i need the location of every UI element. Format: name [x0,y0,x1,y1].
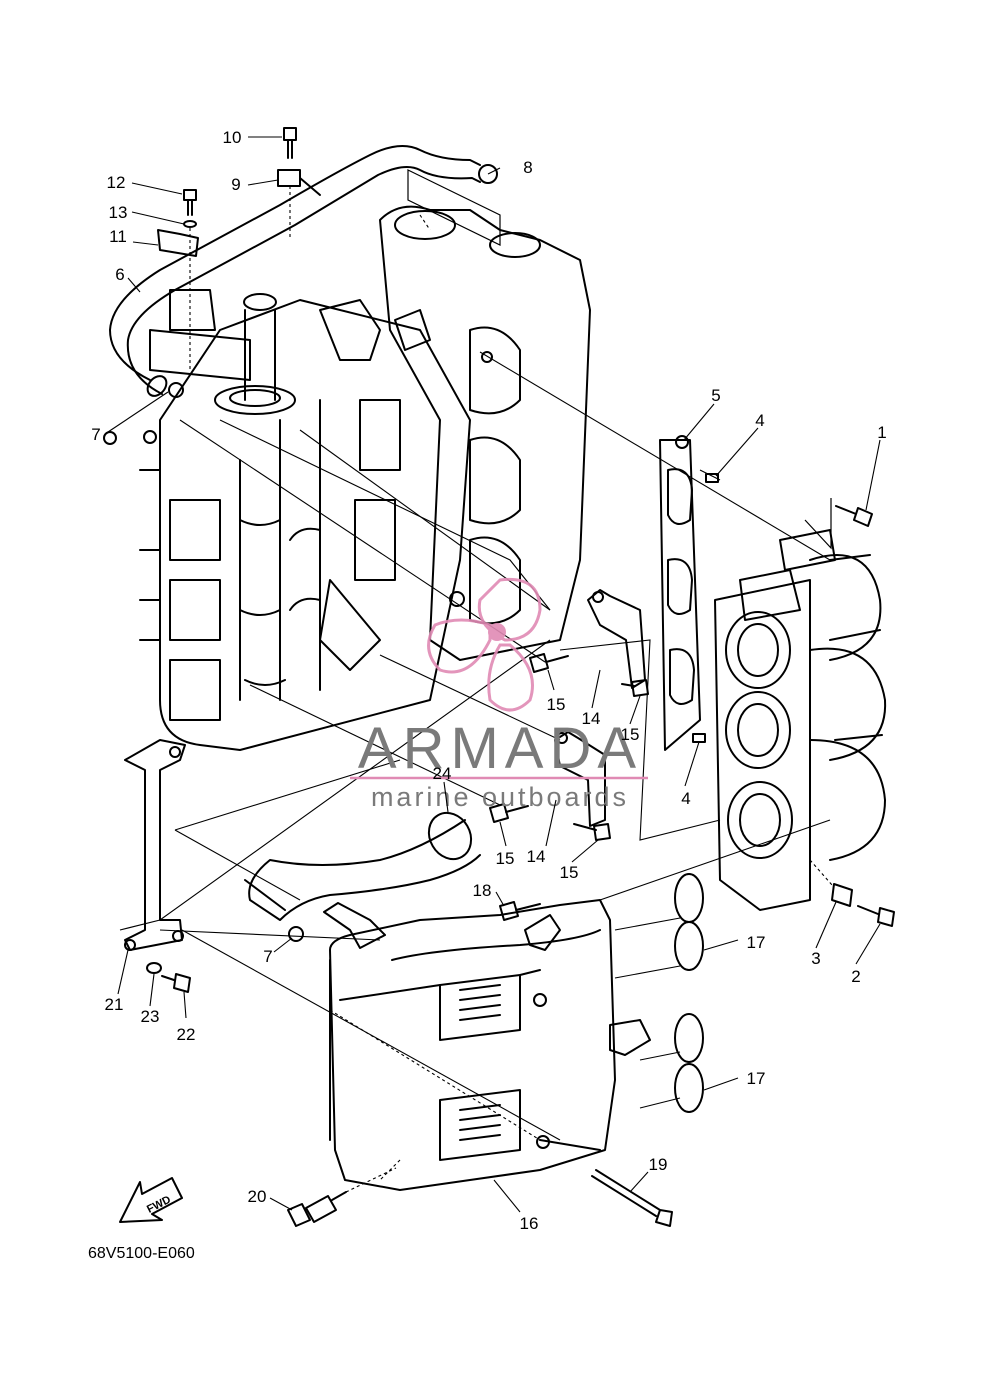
bolt-18 [499,901,541,921]
callout-3: 3 [811,949,820,968]
bolt-19 [591,1169,673,1227]
callout-13: 13 [109,203,128,222]
cylinder-head [319,205,591,671]
drawing-code: 68V5100-E060 [88,1245,195,1262]
fwd-badge-text: FWD [145,1194,173,1216]
callout-15: 15 [560,863,579,882]
sensor-20 [287,1191,347,1227]
o-ring-17-a [674,873,704,923]
callout-9: 9 [231,175,240,194]
bracket-21 [124,739,186,951]
callout-21: 21 [105,995,124,1014]
callout-6: 6 [115,265,124,284]
washer-23 [146,962,162,974]
callout-19: 19 [649,1155,668,1174]
clamp-7-upper [168,382,184,398]
hose-clamp-24 [427,811,473,861]
callout-10: 10 [223,128,242,147]
flywheel-boss [149,289,296,415]
callout-18: 18 [473,881,492,900]
bolt-1-guide [804,498,832,550]
forward-direction-arrow [119,1177,183,1223]
o-ring-17-d [674,1063,704,1113]
callout-4: 4 [681,789,690,808]
washer-13 [183,220,197,228]
holder-11 [157,229,199,257]
watermark-tagline: marine outboards [371,782,629,812]
bolt-15-c [489,803,529,823]
bolt-22 [161,973,191,993]
o-ring-17-b [674,921,704,971]
callout-leaders [107,136,881,1213]
callout-14: 14 [527,847,546,866]
callout-4: 4 [755,411,764,430]
callout-12: 12 [107,173,126,192]
assembly-lines [119,351,831,941]
callout-17: 17 [747,1069,766,1088]
guide-line [419,214,431,231]
intake-gasket [659,435,701,751]
callout-15: 15 [496,849,515,868]
connecting-hose [244,819,481,921]
callout-14: 14 [582,709,601,728]
callout-20: 20 [248,1187,267,1206]
bracket-14-upper [587,589,646,689]
intake-silencer [329,899,651,1191]
pipe-fitting [323,902,386,949]
intake-manifold [714,529,887,911]
callout-11: 11 [109,227,127,246]
bolt-2 [857,905,895,927]
bolt-12 [183,189,197,216]
clamp-7-lower [288,926,304,942]
callout-15: 15 [621,725,640,744]
callout-24: 24 [433,764,452,783]
bolt-15-a [529,653,569,673]
callout-15: 15 [547,695,566,714]
callout-labels: 1234456778910111213141415151515161717181… [91,128,886,1233]
spacer-3 [831,883,853,907]
callout-7: 7 [91,425,100,444]
bolt-15-b [621,679,649,697]
callout-1: 1 [877,423,886,442]
dowel-pin-upper [705,473,719,483]
breather-hose [109,145,481,397]
callout-23: 23 [141,1007,160,1026]
o-ring-17-c [674,1013,704,1063]
gasket-indicator-box [407,169,501,246]
bolt-1 [835,505,873,527]
hose-holder-9 [277,169,321,196]
callout-16: 16 [520,1214,539,1233]
dowel-pin-lower [692,733,706,743]
cylinder-block [103,299,471,751]
callout-7: 7 [263,947,272,966]
callout-8: 8 [523,158,532,177]
bolt-10 [283,127,297,159]
callout-2: 2 [851,967,860,986]
callout-22: 22 [177,1025,196,1044]
callout-17: 17 [747,933,766,952]
hose-clamp-8 [478,164,498,184]
watermark-brand: ARMADA [358,716,642,781]
callout-5: 5 [711,386,720,405]
watermark-logo [427,577,542,712]
bolt-15-d [573,823,611,841]
